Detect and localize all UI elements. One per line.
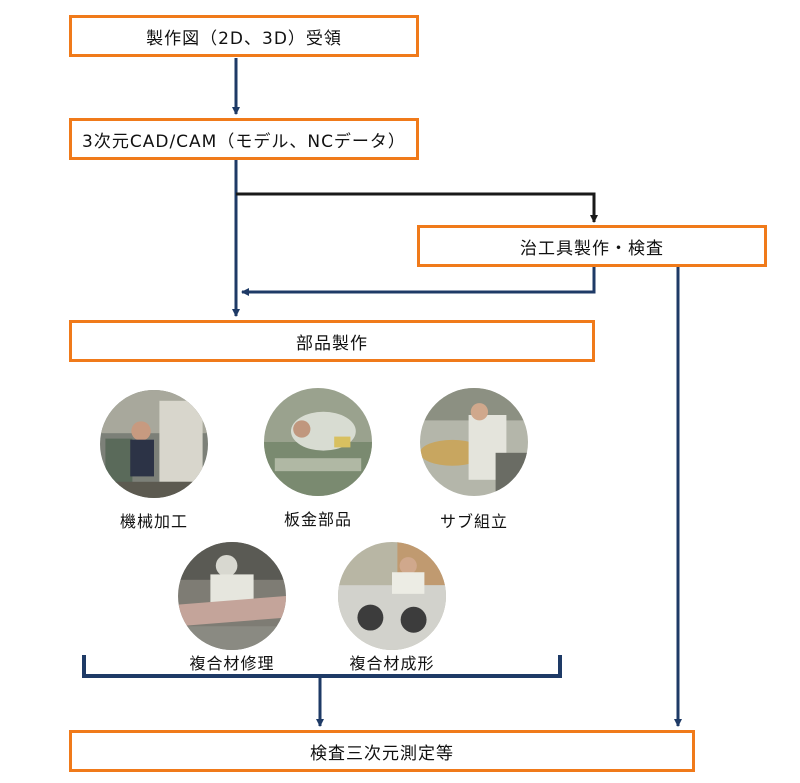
label-machining: 機械加工 [119, 512, 188, 531]
sheetmetal-photo [264, 388, 372, 496]
box-inspection: 検査三次元測定等 [69, 730, 695, 772]
label-composite-molding: 複合材成形 [349, 654, 435, 673]
box-jig-production: 治工具製作・検査 [417, 225, 767, 267]
arrow-jig-to-parts [241, 266, 596, 296]
box-parts-production: 部品製作 [69, 320, 595, 362]
composite-molding-photo [338, 542, 446, 650]
machining-photo [100, 390, 208, 498]
label-sheetmetal: 板金部品 [283, 510, 352, 529]
label-subassembly: サブ組立 [439, 512, 508, 531]
arrow-cadcam-to-jig [236, 192, 598, 223]
process-bracket [82, 655, 562, 678]
label-composite-repair: 複合材修理 [189, 654, 275, 673]
box-cad-cam: 3次元CAD/CAM（モデル、NCデータ） [69, 118, 419, 160]
subassembly-photo [420, 388, 528, 496]
composite-repair-photo [178, 542, 286, 650]
box-receive-drawings: 製作図（2D、3D）受領 [69, 15, 419, 57]
